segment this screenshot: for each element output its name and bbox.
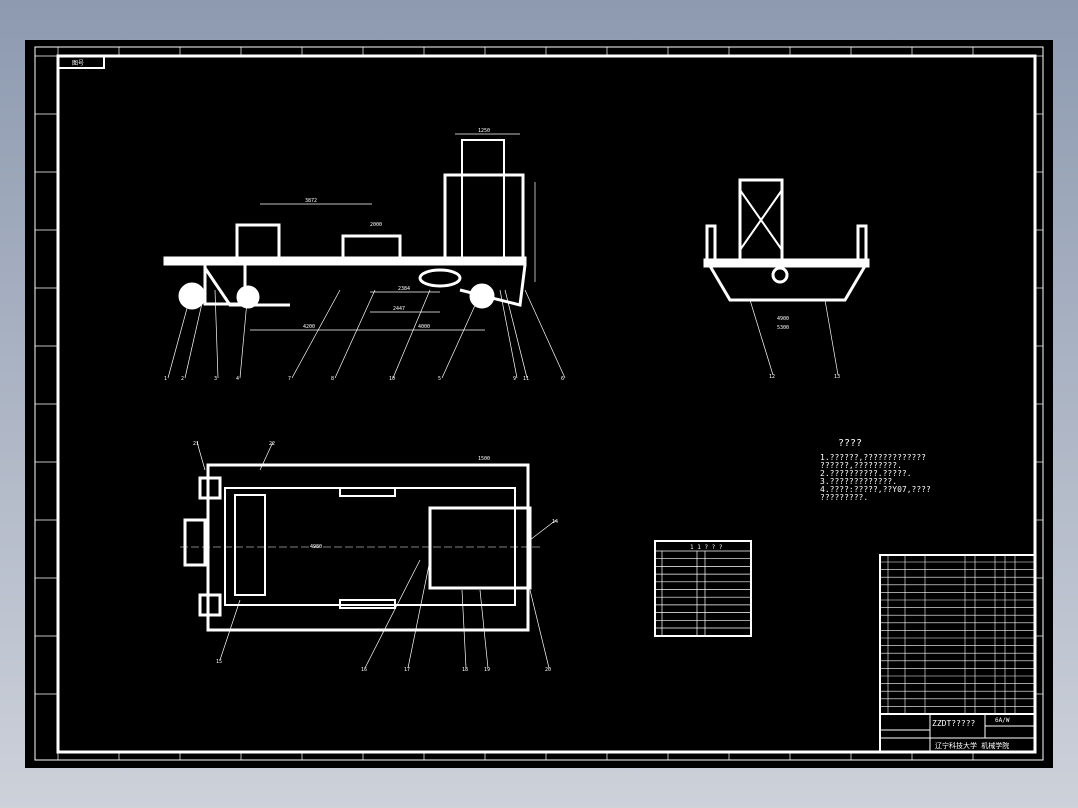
dim-label: 3872: [305, 198, 317, 204]
note-line: ?????????.: [820, 493, 868, 502]
dim-label: 1500: [478, 456, 490, 462]
leader-line: [167, 289, 193, 379]
leader-line: [364, 559, 421, 669]
spec-table-rows: [655, 550, 751, 637]
note-line: 1.??????,?????????????: [820, 453, 926, 462]
balloon-label: 13: [834, 374, 840, 380]
balloon-label: 14: [552, 519, 558, 525]
spec-table-title: 1 1 ? ? ?: [690, 544, 723, 551]
leader-line: [334, 289, 376, 379]
drawing-name: ZZDT?????: [932, 719, 976, 728]
dim-label: 2447: [393, 306, 405, 312]
balloon-label: 12: [769, 374, 775, 380]
balloon-label: 7: [288, 376, 291, 382]
balloon-label: 16: [361, 667, 367, 673]
balloon-label: 18: [462, 667, 468, 673]
leader-line: [392, 289, 431, 379]
leader-line: [749, 299, 774, 376]
balloon-label: 22: [269, 441, 275, 447]
dim-label: 4000: [418, 324, 430, 330]
leader-line: [214, 289, 219, 379]
balloon-label: 21: [193, 441, 199, 447]
note-line: 2.??????????.?????.: [820, 469, 912, 478]
note-line: ??????,?????????.: [820, 461, 902, 470]
leader-line: [196, 441, 206, 471]
balloon-label: 11: [523, 376, 529, 382]
end-view: [703, 178, 870, 302]
corner-label: 图号: [72, 60, 84, 67]
dim-label: 1250: [478, 128, 490, 134]
outer-frame: [34, 46, 1044, 761]
leader-line: [524, 289, 566, 379]
balloon-label: 19: [484, 667, 490, 673]
leader-line: [239, 289, 249, 379]
leader-line: [504, 289, 528, 379]
scale-label: 6A/W: [995, 717, 1010, 724]
company-name: 辽宁科技大学 机械学院: [935, 741, 1009, 750]
leader-line: [184, 289, 206, 379]
balloon-label: 5: [438, 376, 441, 382]
note-line: 3.?????????????.: [820, 477, 897, 486]
leader-line: [529, 589, 550, 669]
side-view: [163, 139, 527, 310]
dim-label: 5300: [777, 325, 789, 331]
dim-label: 4900: [777, 316, 789, 322]
bom-table: [880, 555, 1035, 752]
side-view-dimensions: [250, 133, 536, 331]
leader-line: [824, 299, 839, 376]
balloon-label: 2: [181, 376, 184, 382]
dim-label: 4200: [303, 324, 315, 330]
balloon-label: 10: [389, 376, 395, 382]
balloon-label: 15: [216, 659, 222, 665]
notes-title: ????: [838, 438, 862, 449]
leader-line: [499, 289, 518, 379]
leader-line: [291, 289, 341, 379]
plan-view: [180, 463, 540, 632]
leader-line: [407, 559, 431, 669]
balloon-label: 17: [404, 667, 410, 673]
leader-line: [529, 519, 557, 541]
balloon-label: 20: [545, 667, 551, 673]
leader-line: [441, 289, 483, 379]
balloon-label: 1: [164, 376, 167, 382]
notes: 1.??????,????????????? ??????,?????????.…: [820, 453, 931, 502]
drawing-canvas[interactable]: [25, 40, 1053, 768]
note-line: 4.????:?????,??Y07,????: [820, 485, 931, 494]
balloon-label: 8: [331, 376, 334, 382]
corner-label-box: [57, 55, 105, 69]
zone-ticks: [35, 47, 1043, 760]
dim-label: 4980: [310, 544, 322, 550]
balloon-label: 6: [561, 376, 564, 382]
dim-label: 2000: [370, 222, 382, 228]
balloon-label: 4: [236, 376, 239, 382]
dim-label: 2384: [398, 286, 410, 292]
balloon-label: 9: [513, 376, 516, 382]
balloon-label: 3: [214, 376, 217, 382]
